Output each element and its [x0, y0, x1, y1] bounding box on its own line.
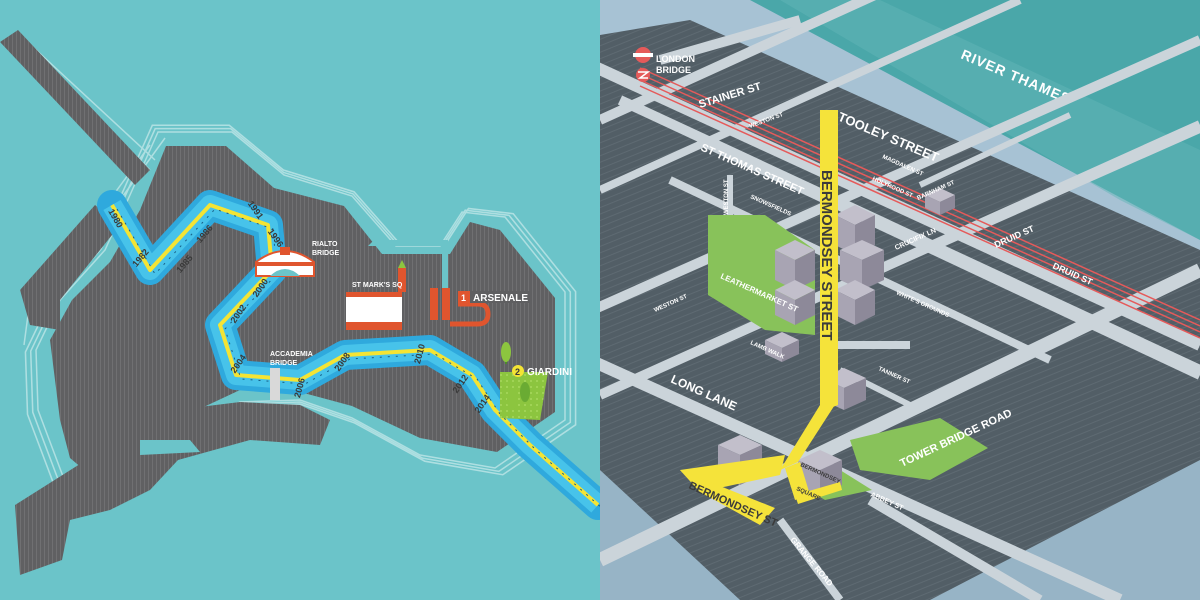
causeway [0, 30, 150, 185]
park-tower-bridge [850, 418, 988, 480]
building [840, 240, 884, 290]
venice-map: 1980 1982 1985 1986 1991 1996 2000 2002 … [0, 0, 600, 600]
rialto-label: RIALTO [312, 241, 338, 248]
docks [20, 205, 120, 330]
arsenale-tag [470, 291, 530, 303]
giardini-label: GIARDINI [527, 367, 572, 378]
buildings [718, 188, 955, 495]
giardini-number: 2 [515, 367, 520, 377]
giardini-badge [512, 365, 524, 377]
arsenale-badge [458, 291, 470, 303]
accademia-label: ACCADEMIA [270, 351, 313, 358]
railway [639, 67, 1200, 339]
underground-icon [633, 47, 653, 82]
building [775, 240, 815, 290]
accademia-label-2: BRIDGE [270, 360, 298, 367]
biennale-route [97, 190, 600, 520]
tree-icon [501, 342, 530, 410]
accademia-bridge [270, 368, 280, 400]
station-label: LONDON [656, 54, 695, 64]
arsenale-label: ARSENALE [473, 293, 528, 304]
roads [600, 0, 1200, 600]
bermondsey-street-route [680, 110, 842, 525]
lower-blocks [600, 470, 740, 600]
st-marks-label: ST MARK'S SQ [352, 282, 403, 289]
arsenale-canal [450, 301, 491, 327]
building [765, 332, 799, 362]
building [925, 188, 955, 215]
rialto-label-2: BRIDGE [312, 250, 340, 257]
st-marks-square [346, 260, 450, 330]
lower-right [930, 460, 1200, 600]
street-label: WESTON ST [724, 179, 730, 215]
bermondsey-street-label: BERMONDSEY STREET [818, 170, 835, 341]
london-map: RIVER THAMES [600, 0, 1200, 600]
station-label-2: BRIDGE [656, 65, 691, 75]
arsenale-number: 1 [461, 293, 466, 303]
rialto-bridge [255, 247, 315, 277]
giudecca [15, 402, 330, 575]
building [775, 280, 815, 325]
building [835, 280, 875, 325]
